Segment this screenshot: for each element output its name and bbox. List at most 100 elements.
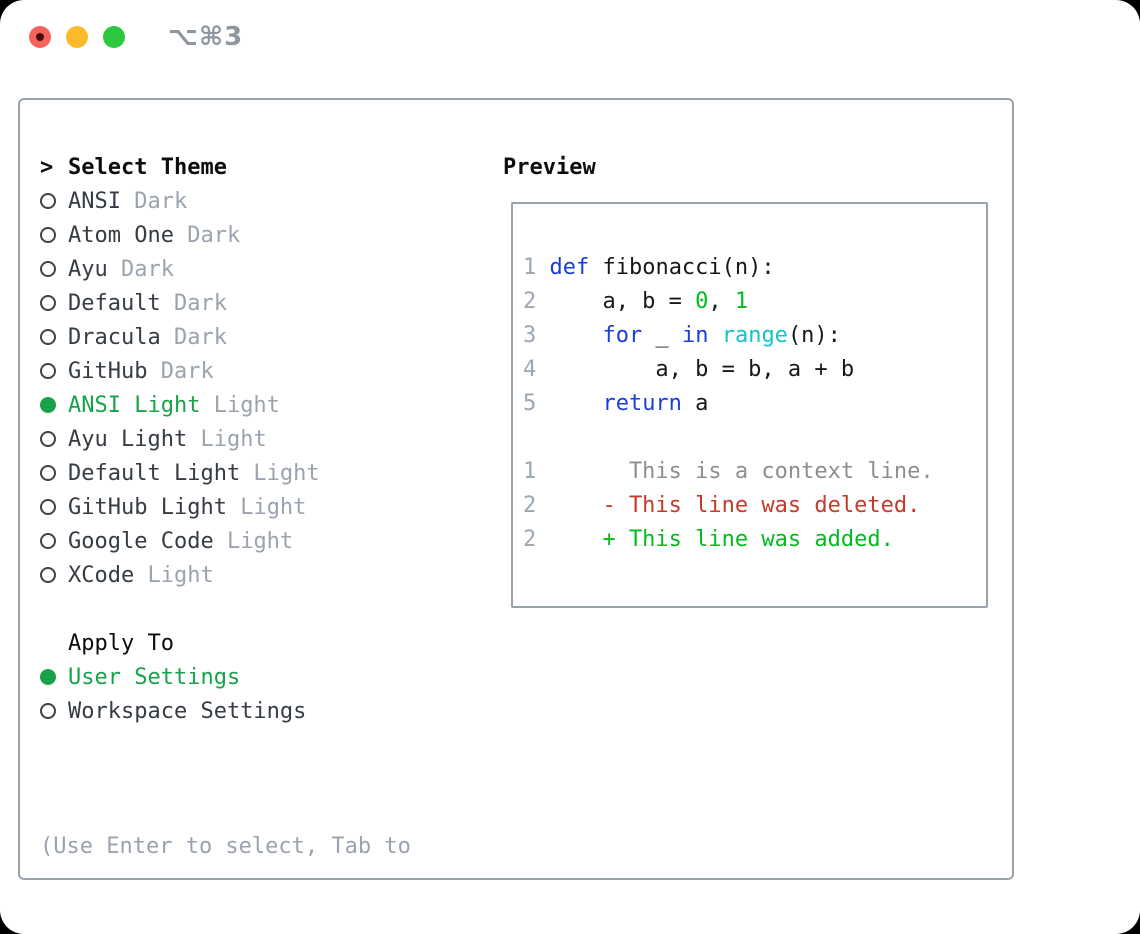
item-label: Ayu Light: [68, 426, 188, 452]
apply-to-option[interactable]: User Settings: [40, 660, 411, 694]
minimize-button[interactable]: [66, 26, 88, 48]
radio-marker: [40, 295, 68, 311]
item-variant-label: Dark: [160, 324, 227, 350]
radio-unselected-icon: [40, 567, 56, 583]
radio-unselected-icon: [40, 431, 56, 447]
line-number: 3: [523, 323, 537, 348]
item-variant-label: Dark: [147, 358, 214, 384]
code-token: - This line was deleted.: [549, 493, 921, 518]
code-token: + This line was added.: [549, 527, 894, 552]
code-token: [549, 391, 602, 416]
theme-item[interactable]: Ayu Light Light: [40, 422, 411, 456]
preview-label: Preview: [503, 154, 596, 180]
radio-marker: [40, 329, 68, 345]
radio-unselected-icon: [40, 227, 56, 243]
item-variant-label: Dark: [120, 188, 188, 214]
code-token: a, b = b, a + b: [549, 357, 855, 382]
item-label: GitHub Light: [68, 494, 227, 520]
item-label: Default Light: [68, 460, 241, 486]
apply-to-option[interactable]: Workspace Settings: [40, 694, 411, 728]
apply-to-label: Apply To: [68, 630, 174, 656]
item-variant-label: Light: [200, 392, 280, 418]
radio-unselected-icon: [40, 703, 56, 719]
theme-item[interactable]: GitHub Light Light: [40, 490, 411, 524]
theme-item[interactable]: XCode Light: [40, 558, 411, 592]
close-dot-icon: [36, 33, 44, 41]
theme-item[interactable]: Default Dark: [40, 286, 411, 320]
code-token: def: [549, 255, 590, 280]
theme-item[interactable]: Atom One Dark: [40, 218, 411, 252]
line-number: 2: [523, 289, 537, 314]
theme-item[interactable]: GitHub Dark: [40, 354, 411, 388]
code-token: a: [681, 391, 709, 416]
radio-unselected-icon: [40, 295, 56, 311]
line-number: 5: [523, 391, 537, 416]
apply-to-header: Apply To: [40, 626, 411, 660]
preview-box: 1 def fibonacci(n): 2 a, b = 0, 1 3 for _ i…: [511, 202, 988, 608]
code-line: [523, 421, 986, 455]
item-label: User Settings: [68, 664, 241, 690]
close-button[interactable]: [29, 26, 51, 48]
line-number: 2: [523, 527, 537, 552]
item-variant-label: Light: [187, 426, 267, 452]
code-line: 4 a, b = b, a + b: [523, 353, 986, 387]
item-label: Ayu: [68, 256, 108, 282]
radio-marker: [40, 193, 68, 209]
hint-text: (Use Enter to select, Tab to change focu…: [40, 762, 411, 934]
select-theme-header: > Select Theme: [40, 150, 411, 184]
code-token: for: [602, 323, 643, 348]
code-line: 2 + This line was added.: [523, 523, 986, 557]
item-label: Dracula: [68, 324, 161, 350]
radio-selected-icon: [40, 397, 56, 413]
code-token: a, b =: [549, 289, 696, 314]
radio-unselected-icon: [40, 533, 56, 549]
radio-unselected-icon: [40, 499, 56, 515]
theme-item[interactable]: Dracula Dark: [40, 320, 411, 354]
radio-unselected-icon: [40, 329, 56, 345]
radio-marker: [40, 567, 68, 583]
line-number: 1: [523, 255, 537, 280]
code-token: range: [721, 323, 788, 348]
preview-header: Preview: [503, 150, 596, 184]
item-label: Google Code: [68, 528, 214, 554]
titlebar: ⌥⌘3: [0, 0, 1140, 74]
radio-marker: [40, 499, 68, 515]
code-token: _: [642, 323, 682, 348]
item-variant-label: Dark: [160, 290, 227, 316]
code-token: in: [681, 323, 709, 348]
theme-item[interactable]: ANSI Dark: [40, 184, 411, 218]
radio-marker: [40, 669, 68, 685]
code-preview: 1 def fibonacci(n): 2 a, b = 0, 1 3 for _ i…: [513, 204, 986, 557]
hint-line-1: (Use Enter to select, Tab to: [40, 834, 411, 859]
code-token: 0: [695, 289, 709, 314]
item-variant-label: Light: [134, 562, 214, 588]
code-token: ,: [708, 289, 735, 314]
item-variant-label: Light: [226, 494, 307, 520]
code-token: (n):: [787, 323, 841, 348]
maximize-button[interactable]: [103, 26, 125, 48]
radio-unselected-icon: [40, 261, 56, 277]
code-token: 1: [734, 289, 749, 314]
radio-marker: [40, 363, 68, 379]
select-theme-label: Select Theme: [68, 154, 227, 180]
code-token: fibonacci(n):: [589, 255, 775, 280]
item-label: Atom One: [68, 222, 174, 248]
cursor-icon: >: [40, 154, 54, 180]
code-line: 3 for _ in range(n):: [523, 319, 986, 353]
radio-marker: [40, 261, 68, 277]
item-label: GitHub: [68, 358, 148, 384]
theme-item[interactable]: Ayu Dark: [40, 252, 411, 286]
theme-item[interactable]: Default Light Light: [40, 456, 411, 490]
window-title: ⌥⌘3: [168, 22, 244, 52]
code-token: This is a context line.: [549, 459, 934, 484]
theme-item[interactable]: Google Code Light: [40, 524, 411, 558]
theme-item[interactable]: ANSI Light Light: [40, 388, 411, 422]
code-line: 5 return a: [523, 387, 986, 421]
line-number: 4: [523, 357, 537, 382]
code-token: return: [602, 391, 682, 416]
code-token: [708, 323, 721, 348]
item-label: ANSI Light: [68, 392, 201, 418]
